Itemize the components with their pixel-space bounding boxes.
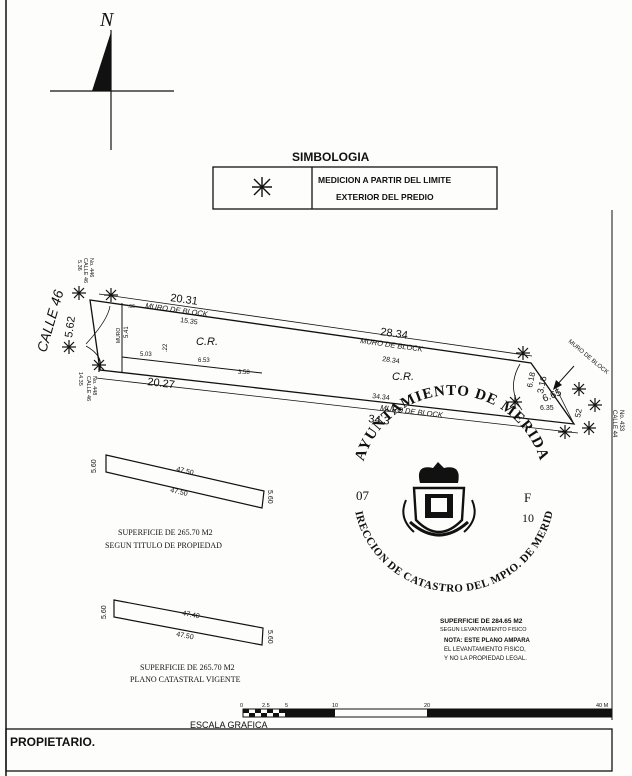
- svg-text:6.35: 6.35: [540, 405, 554, 412]
- lot-plan: CALLE 46 5.62 No. 446 CALLE 46 5.36 No. …: [34, 258, 624, 439]
- svg-text:.56: .56: [128, 304, 135, 310]
- svg-text:47.50: 47.50: [176, 466, 195, 477]
- svg-text:34.34: 34.34: [372, 393, 390, 402]
- svg-text:SEGUN LEVANTAMIENTO FISICO: SEGUN LEVANTAMIENTO FISICO: [440, 627, 527, 633]
- survey-markers: [62, 286, 602, 439]
- asterisk-icon: [582, 421, 596, 435]
- svg-text:EL LEVANTAMIENTO FISICO,: EL LEVANTAMIENTO FISICO,: [444, 647, 526, 653]
- svg-text:47.50: 47.50: [176, 631, 195, 641]
- title-plan: 5.60 47.50 47.50 5.60 SUPERFICIE DE 265.…: [91, 454, 273, 550]
- asterisk-icon: [72, 286, 86, 300]
- inner-wall-horizontal: [121, 356, 263, 374]
- legend: SIMBOLOGIA MEDICION A PARTIR DEL LIMITE …: [212, 150, 498, 210]
- svg-text:No. 433: No. 433: [618, 410, 624, 432]
- svg-text:MURO DE BLOCK: MURO DE BLOCK: [567, 339, 609, 376]
- stamp-right-letter: F: [524, 490, 531, 505]
- room-left-label: C.R.: [196, 336, 218, 348]
- north-label: N: [99, 9, 115, 31]
- svg-text:2.5: 2.5: [262, 703, 270, 709]
- svg-text:Y NO LA PROPIEDAD LEGAL.: Y NO LA PROPIEDAD LEGAL.: [444, 656, 527, 662]
- street-right-label: CALLE 44: [611, 410, 617, 438]
- north-arrow: N: [50, 9, 174, 150]
- svg-text:5.41: 5.41: [124, 326, 130, 338]
- svg-text:NOTA: ESTE PLANO AMPARA: NOTA: ESTE PLANO AMPARA: [444, 638, 531, 644]
- svg-text:5.60: 5.60: [266, 630, 273, 644]
- svg-text:10: 10: [332, 703, 338, 709]
- owner-label: PROPIETARIO.: [10, 735, 96, 749]
- svg-text:47.40: 47.40: [182, 610, 201, 620]
- left-front-dimension: 5.62: [63, 316, 78, 339]
- north-east-outer: 28.34: [380, 326, 409, 342]
- svg-text:14.35: 14.35: [77, 372, 83, 386]
- asterisk-icon: [508, 395, 522, 409]
- coat-of-arms-emblem: [402, 462, 476, 537]
- svg-text:.22: .22: [163, 343, 169, 352]
- svg-text:5.60: 5.60: [101, 605, 108, 619]
- scale-label: ESCALA GRAFICA: [190, 720, 268, 730]
- svg-text:CALLE 46: CALLE 46: [85, 376, 91, 401]
- asterisk-icon: [92, 358, 106, 372]
- asterisk-icon: [516, 346, 530, 360]
- svg-text:5.60: 5.60: [266, 490, 273, 504]
- north-side-outer: 20.31: [170, 292, 199, 308]
- svg-text:SUPERFICIE DE 265.70 M2: SUPERFICIE DE 265.70 M2: [140, 663, 235, 672]
- asterisk-icon: [572, 382, 586, 396]
- stamp-left-number: 07: [356, 488, 370, 503]
- legend-description-1: MEDICION A PARTIR DEL LIMITE: [318, 175, 451, 185]
- legend-title: SIMBOLOGIA: [292, 150, 370, 164]
- svg-text:5.60: 5.60: [91, 459, 98, 473]
- svg-text:No. 448: No. 448: [91, 376, 97, 395]
- svg-text:MURO: MURO: [116, 328, 122, 343]
- survey-note: SUPERFICIE DE 284.65 M2 SEGUN LEVANTAMIE…: [440, 618, 531, 662]
- svg-text:47.50: 47.50: [170, 487, 189, 498]
- room-right-label: C.R.: [392, 371, 414, 383]
- svg-text:SUPERFICIE DE 265.70 M2: SUPERFICIE DE 265.70 M2: [118, 528, 213, 537]
- svg-text:3.16: 3.16: [535, 375, 548, 394]
- asterisk-icon: [252, 177, 272, 197]
- south-dimension-line: [95, 377, 579, 434]
- svg-text:5.36: 5.36: [76, 260, 82, 271]
- cadastral-plan: 5.60 47.40 47.50 5.60 SUPERFICIE DE 265.…: [101, 599, 273, 684]
- svg-text:CALLE 46: CALLE 46: [82, 258, 88, 283]
- north-dimension-line: [98, 293, 533, 357]
- asterisk-icon: [558, 425, 572, 439]
- svg-text:5: 5: [285, 703, 288, 709]
- svg-text:5.03: 5.03: [140, 352, 152, 358]
- stamp-right-number: 10: [522, 511, 534, 525]
- south-side-outer: 20.27: [147, 376, 176, 391]
- svg-text:0: 0: [240, 703, 243, 709]
- asterisk-icon: [104, 288, 118, 302]
- svg-text:34.3: 34.3: [368, 413, 391, 428]
- svg-text:40 M: 40 M: [596, 703, 609, 709]
- owner-box: [5, 728, 613, 772]
- street-left-label: CALLE 46: [34, 288, 67, 354]
- arrow-head: [553, 380, 562, 390]
- svg-text:20: 20: [424, 703, 430, 709]
- svg-text:SUPERFICIE DE 284.65 M2: SUPERFICIE DE 284.65 M2: [440, 618, 523, 625]
- svg-text:No. 446: No. 446: [88, 258, 94, 277]
- svg-text:6.53: 6.53: [198, 358, 210, 364]
- svg-text:3.58: 3.58: [238, 370, 250, 376]
- svg-text:6.18: 6.18: [525, 371, 537, 389]
- svg-text:28.34: 28.34: [382, 356, 400, 365]
- legend-description-2: EXTERIOR DEL PREDIO: [336, 192, 434, 202]
- svg-text:SEGUN TITULO DE PROPIEDAD: SEGUN TITULO DE PROPIEDAD: [105, 541, 222, 550]
- svg-text:PLANO CATASTRAL VIGENTE: PLANO CATASTRAL VIGENTE: [130, 675, 241, 684]
- asterisk-icon: [62, 340, 76, 354]
- graphic-scale: 0 2.5 5 10 20 40 M ESCALA GRAFICA: [190, 703, 613, 730]
- svg-text:15.35: 15.35: [180, 317, 198, 326]
- svg-text:52: 52: [573, 407, 584, 418]
- asterisk-icon: [588, 398, 602, 412]
